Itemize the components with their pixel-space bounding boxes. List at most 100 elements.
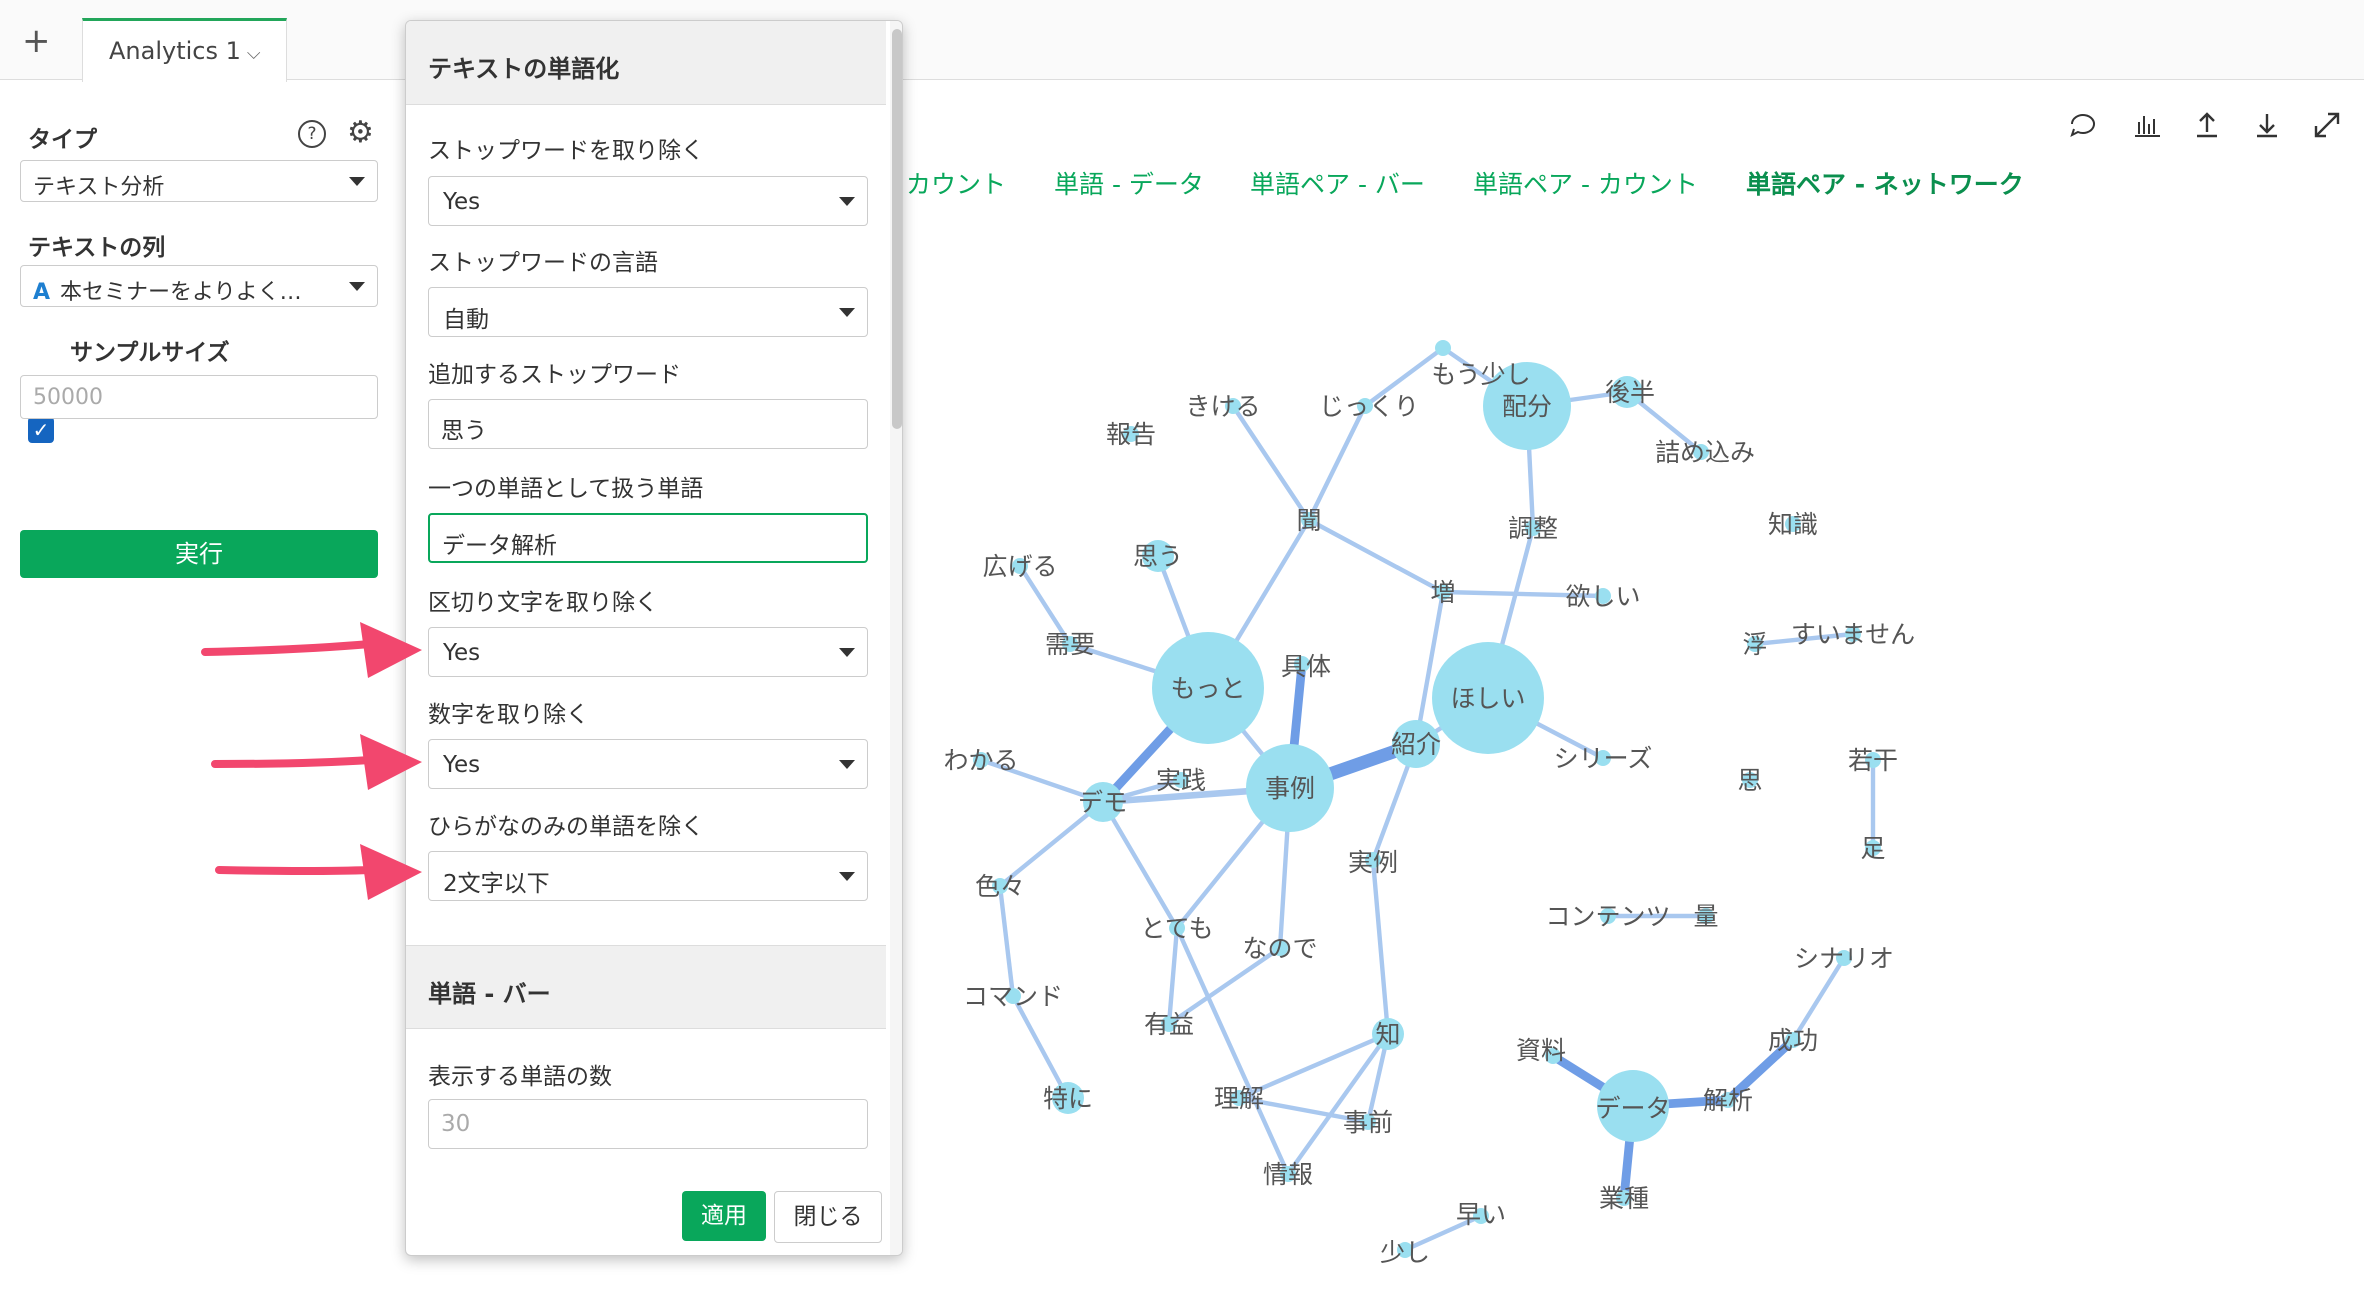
network-node[interactable] (1152, 632, 1264, 744)
network-node[interactable] (1597, 1070, 1669, 1142)
network-node[interactable] (1062, 636, 1078, 652)
network-node[interactable] (1435, 340, 1451, 356)
stopword-remove-label: ストップワードを取り除く (428, 138, 704, 164)
network-node[interactable] (1600, 908, 1616, 924)
network-edge (1166, 945, 1283, 1027)
network-node-label: もっと (1170, 674, 1245, 703)
network-node[interactable] (1372, 1018, 1404, 1050)
network-node[interactable] (1611, 376, 1643, 408)
network-node[interactable] (1392, 720, 1440, 768)
network-node-label: 早い (1456, 1200, 1506, 1229)
network-node-label: データ (1595, 1094, 1670, 1123)
network-node[interactable] (1865, 752, 1881, 768)
download-icon[interactable] (2250, 108, 2284, 142)
network-node[interactable] (1365, 852, 1381, 868)
stopword-lang-select[interactable]: 自動 (428, 287, 868, 337)
network-node[interactable] (1742, 772, 1758, 788)
network-node[interactable] (1616, 1190, 1632, 1206)
network-node[interactable] (1693, 444, 1709, 460)
network-node[interactable] (1397, 1242, 1413, 1258)
network-edge (1100, 799, 1180, 931)
network-node[interactable] (1169, 920, 1185, 936)
network-node-label: 配分 (1502, 392, 1552, 421)
network-node[interactable] (992, 878, 1008, 894)
network-node[interactable] (1142, 540, 1174, 572)
extra-stopwords-input[interactable]: 思う (428, 399, 868, 449)
network-node[interactable] (1083, 782, 1123, 822)
network-node[interactable] (1360, 1114, 1376, 1130)
remove-hiragana-select[interactable]: 2文字以下 (428, 851, 868, 901)
extra-stopwords-label: 追加するストップワード (428, 362, 681, 388)
network-node[interactable] (1483, 362, 1571, 450)
network-node[interactable] (1161, 1016, 1177, 1032)
help-icon[interactable]: ? (298, 120, 326, 148)
word-count-input[interactable]: 30 (428, 1099, 868, 1149)
remove-hiragana-label: ひらがなのみの単語を除く (428, 814, 704, 840)
network-edge (1230, 403, 1312, 523)
network-node-label: 色々 (975, 872, 1025, 901)
close-button[interactable]: 閉じる (774, 1191, 882, 1243)
network-node[interactable] (1301, 512, 1317, 528)
sample-size-checkbox[interactable]: ✓ (28, 417, 54, 443)
remove-punct-select[interactable]: Yes (428, 627, 868, 677)
network-node[interactable] (1435, 584, 1451, 600)
stopword-remove-select[interactable]: Yes (428, 176, 868, 226)
network-node[interactable] (1225, 398, 1241, 414)
network-node[interactable] (1785, 1032, 1801, 1048)
network-node-label: 聞 (1296, 506, 1321, 535)
network-node[interactable] (1231, 1090, 1247, 1106)
network-node[interactable] (1595, 588, 1611, 604)
network-node[interactable] (1747, 636, 1763, 652)
network-node[interactable] (1432, 642, 1544, 754)
network-node[interactable] (1698, 908, 1714, 924)
network-node[interactable] (1720, 1092, 1736, 1108)
network-edge (1752, 631, 1856, 647)
view-tab-count[interactable]: カウント (906, 170, 1007, 199)
view-tab-pair-count[interactable]: 単語ペア - カウント (1473, 170, 1698, 199)
network-node[interactable] (1005, 988, 1021, 1004)
remove-numbers-select[interactable]: Yes (428, 739, 868, 789)
network-node[interactable] (1246, 744, 1334, 832)
network-node[interactable] (1280, 1166, 1296, 1182)
network-node[interactable] (1595, 750, 1611, 766)
network-node[interactable] (1473, 1208, 1489, 1224)
apply-button[interactable]: 適用 (682, 1191, 766, 1241)
network-edge (1236, 1095, 1371, 1125)
upload-icon[interactable] (2190, 108, 2224, 142)
network-node-label: とても (1140, 914, 1213, 943)
word-count-label: 表示する単語の数 (428, 1064, 612, 1090)
gear-icon[interactable]: ⚙ (347, 115, 374, 150)
view-tab-word-data[interactable]: 単語 - データ (1054, 170, 1204, 199)
network-node-label: 特に (1043, 1084, 1093, 1113)
network-node[interactable] (1865, 840, 1881, 856)
run-button[interactable]: 実行 (20, 530, 378, 578)
network-node[interactable] (1012, 558, 1028, 574)
view-tab-pair-network[interactable]: 単語ペア - ネットワーク (1746, 170, 2024, 199)
network-node[interactable] (1052, 1082, 1084, 1114)
chart-icon[interactable] (2130, 108, 2164, 142)
network-node[interactable] (1173, 772, 1189, 788)
compound-words-input[interactable]: データ解析 (428, 513, 868, 563)
network-node[interactable] (1785, 516, 1801, 532)
tab-analytics[interactable]: Analytics 1⌵ (82, 18, 287, 82)
expand-icon[interactable] (2310, 108, 2344, 142)
add-tab-button[interactable]: + (22, 21, 51, 61)
network-node[interactable] (973, 752, 989, 768)
comment-icon[interactable] (2066, 108, 2100, 142)
network-node[interactable] (1357, 398, 1373, 414)
caret-down-icon (349, 177, 365, 186)
sample-size-placeholder: 50000 (33, 385, 103, 410)
view-tab-pair-bar[interactable]: 単語ペア - バー (1250, 170, 1425, 199)
network-node[interactable] (1545, 1048, 1561, 1064)
type-select[interactable]: テキスト分析 (20, 160, 378, 202)
panel-scrollbar-thumb[interactable] (892, 29, 902, 429)
network-node[interactable] (1123, 426, 1139, 442)
sample-size-input[interactable]: 50000 (20, 375, 378, 419)
network-node[interactable] (1525, 520, 1541, 536)
network-node[interactable] (1845, 626, 1861, 642)
network-node[interactable] (1272, 940, 1288, 956)
network-node[interactable] (1836, 950, 1852, 966)
network-node[interactable] (1294, 656, 1310, 672)
chevron-down-icon[interactable]: ⌵ (246, 43, 261, 64)
